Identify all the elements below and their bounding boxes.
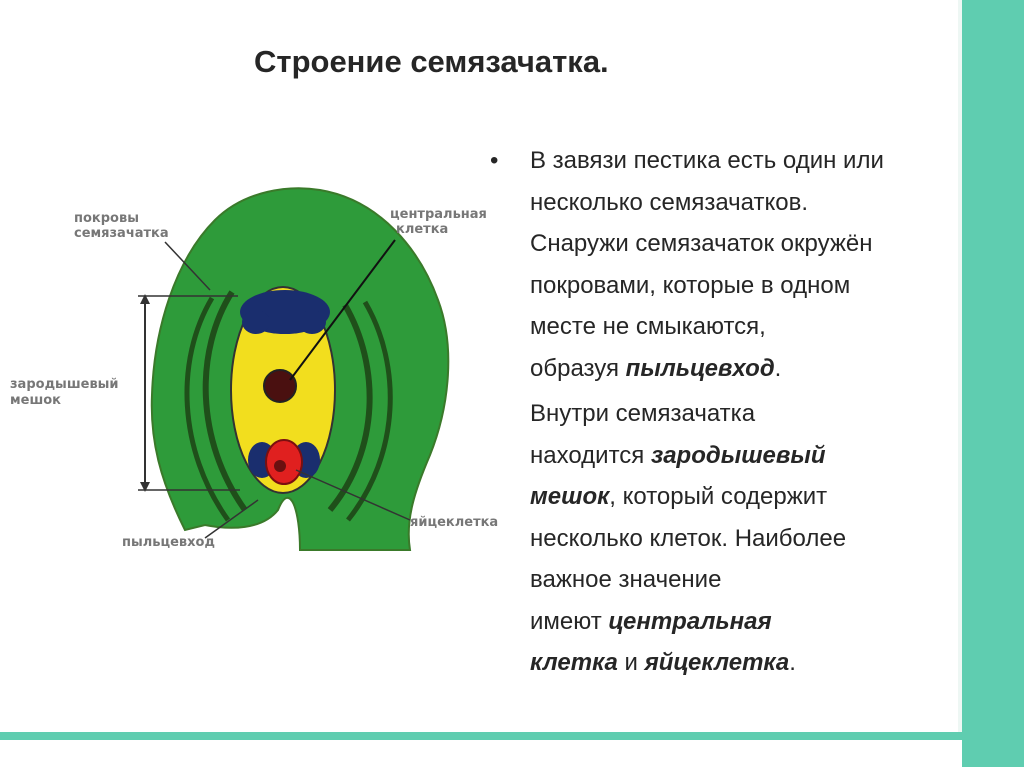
inner-integument-right	[327, 303, 373, 512]
slide-title: Строение семязачатка.	[254, 44, 609, 79]
term-embryo-sac-2: мешок	[530, 483, 610, 510]
label-central-cell-1: центральная	[390, 207, 487, 222]
label-micropyle: пыльцевход	[122, 535, 215, 550]
p2-line-6: имеют центральная	[530, 601, 970, 643]
p1-line-4: покровами, которые в одном	[530, 271, 851, 299]
p2-line-7: клетка и яйцеклетка.	[530, 642, 970, 684]
p2-conj: и	[617, 649, 645, 676]
p1-end: .	[774, 354, 782, 382]
paragraph-1: • В завязи пестика есть один или несколь…	[490, 140, 970, 389]
description-text: • В завязи пестика есть один или несколь…	[490, 140, 970, 684]
p2-line-3-rest: , который содержит	[609, 483, 828, 510]
label-egg-cell: яйцеклетка	[410, 515, 498, 530]
leader-micropyle	[204, 499, 259, 539]
p1-line-1: В завязи пестика есть один или	[530, 147, 884, 174]
p1-line-6: образуя пыльцевход.	[530, 348, 970, 390]
term-embryo-sac-1: зародышевый	[650, 441, 826, 469]
arrow-head-top	[140, 294, 150, 304]
p1-line-3: Снаружи семязачаток окружён	[530, 230, 873, 257]
p2-line-3: мешок, который содержит	[530, 476, 970, 518]
label-integuments-1: покровы	[74, 211, 139, 226]
leader-egg-cell	[295, 469, 411, 521]
p2-line-2-prefix: находится	[530, 441, 651, 469]
p2-line-4: несколько клеток. Наиболее	[530, 524, 847, 552]
egg-cell-nucleus	[274, 460, 286, 472]
accent-bar-right-edge	[958, 0, 962, 740]
label-embryo-sac-2: мешок	[10, 393, 61, 408]
term-micropyle: пыльцевход	[625, 354, 775, 382]
p2-line-1: Внутри семязачатка	[530, 400, 756, 427]
label-central-cell-2: клетка	[396, 222, 448, 237]
outer-integument-right	[346, 300, 393, 522]
outer-integument-left	[184, 296, 231, 522]
p2-line-5: важное значение	[530, 566, 722, 593]
p1-line-5: месте не смыкаются,	[530, 313, 766, 340]
ovule-diagram: покровы семязачатка центральная клетка з…	[0, 180, 530, 560]
leader-integuments	[164, 241, 211, 291]
term-central-cell-2: клетка	[530, 649, 618, 676]
arrow-head-bottom	[140, 482, 150, 492]
label-integuments-2: семязачатка	[74, 226, 169, 241]
term-central-cell-1: центральная	[608, 607, 772, 635]
term-egg-cell: яйцеклетка	[644, 649, 790, 676]
bullet-marker: •	[490, 147, 499, 174]
accent-bar-bottom	[0, 732, 962, 740]
p2-line-2: находится зародышевый	[530, 435, 970, 477]
p1-line-6-prefix: образуя	[530, 354, 626, 382]
p2-end: .	[789, 649, 796, 676]
label-embryo-sac-1: зародышевый	[10, 377, 119, 392]
inner-integument-left	[202, 290, 248, 512]
central-cell-nucleus	[263, 369, 297, 403]
antipodal-cell-right	[298, 310, 326, 334]
accent-bar-right	[962, 0, 1024, 767]
antipodal-cell-left	[242, 310, 270, 334]
paragraph-2: Внутри семязачатка находится зародышевый…	[490, 393, 970, 684]
p1-line-2: несколько семязачатков.	[530, 188, 809, 216]
leader-central-cell	[289, 239, 396, 381]
p2-line-6-prefix: имеют	[530, 607, 609, 635]
